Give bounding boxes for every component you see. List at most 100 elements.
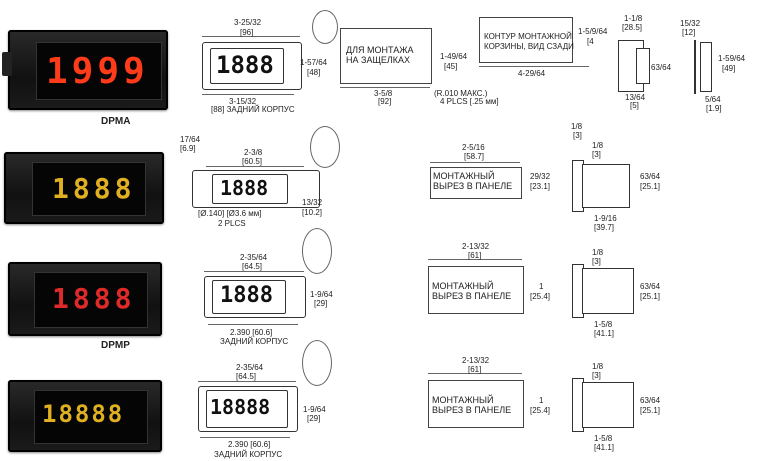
dim-label: [25.4] [530, 406, 551, 415]
outline-digits: 1888 [220, 283, 273, 308]
dim-label: [49] [722, 64, 736, 73]
front-outline [204, 276, 306, 318]
dim-label: 15/32 [680, 19, 701, 28]
meter-reading: 18888 [42, 400, 125, 428]
model-label-dpmp: DPMP [101, 340, 130, 351]
dim-label: 2-3/8 [244, 148, 263, 157]
panel-cutout [428, 380, 524, 428]
dim-label: 1-5/9/64 [578, 27, 608, 36]
dim-label: 1-9/16 [594, 214, 617, 223]
dim-label: 1-5/8 [594, 434, 613, 443]
dim-label: 2.390 [60.6] [228, 440, 271, 449]
panel-cutout [428, 266, 524, 314]
dim-label: 1-57/64 [300, 58, 328, 67]
dim-label: (R.010 МАКС.) [434, 89, 488, 98]
dim-label: [3] [592, 371, 601, 380]
dim-label: [3] [573, 131, 582, 140]
bracket-outline [479, 17, 573, 63]
bracket-text: КОНТУР МОНТАЖНОЙ [484, 32, 572, 41]
dim-label: [6.9] [180, 144, 196, 153]
dim-label: 1-5/8 [594, 320, 613, 329]
dim-label: [3] [592, 257, 601, 266]
dim-label: 1/8 [571, 122, 583, 131]
outline-digits: 1888 [216, 51, 274, 79]
dim-label: ЗАДНИЙ КОРПУС [214, 450, 283, 459]
dim-label: [25.1] [640, 182, 661, 191]
dim-label: 2-35/64 [240, 253, 268, 262]
panel-cutout [430, 167, 522, 199]
dim-label: [61] [468, 251, 482, 260]
dim-label: [58.7] [464, 152, 485, 161]
dim-label: 63/64 [640, 172, 661, 181]
dim-label: [29] [307, 414, 321, 423]
dim-label: [88] ЗАДНИЙ КОРПУС [211, 105, 295, 114]
dim-label: 1-49/64 [440, 52, 468, 61]
meter-photo-dpmp: 1888 [8, 262, 162, 336]
meter-photo-dpma: 1999 [2, 30, 168, 110]
dim-label: 1-9/64 [303, 405, 326, 414]
dim-label: 2-13/32 [462, 356, 490, 365]
dim-label: ЗАДНИЙ КОРПУС [220, 337, 289, 346]
dim-label: 2 PLCS [218, 219, 246, 228]
mount-text: ДЛЯ МОНТАЖА [346, 45, 414, 55]
dim-label: 63/64 [651, 63, 672, 72]
dim-label: [96] [240, 28, 254, 37]
dim-label: [25.1] [640, 292, 661, 301]
unit-legend-icon [310, 126, 340, 168]
dim-label: 63/64 [640, 282, 661, 291]
meter-reading: 1999 [46, 51, 149, 92]
bracket-text: КОРЗИНЫ, ВИД СЗАДИ [484, 42, 574, 51]
dim-label: [12] [682, 28, 696, 37]
dim-label: 4 PLCS [.25 мм] [440, 97, 499, 106]
dim-label: 2.390 [60.6] [230, 328, 273, 337]
front-outline [202, 42, 302, 90]
unit-legend-icon [312, 10, 338, 44]
dim-label: [29] [314, 299, 328, 308]
front-outline [198, 386, 298, 432]
dim-label: [60.5] [242, 157, 263, 166]
dim-label: 1/8 [592, 248, 604, 257]
dim-label: [45] [444, 62, 458, 71]
dim-label: [5] [630, 101, 639, 110]
dim-label: [41.1] [594, 329, 615, 338]
outline-digits: 1888 [220, 176, 269, 200]
dim-label: 2-13/32 [462, 242, 490, 251]
unit-legend-icon [302, 228, 332, 274]
dim-label: [64.5] [236, 372, 257, 381]
dim-label: 13/64 [625, 93, 646, 102]
dim-label: [41.1] [594, 443, 615, 452]
dim-label: 3-15/32 [229, 97, 257, 106]
dim-label: 13/32 [302, 198, 323, 207]
dim-label: [64.5] [242, 262, 263, 271]
dim-label: 1/8 [592, 141, 604, 150]
dim-label: [10.2] [302, 208, 323, 217]
dim-label: 3-5/8 [374, 89, 393, 98]
dim-label: 4-29/64 [518, 69, 546, 78]
dim-label: [23.1] [530, 182, 551, 191]
cutout-text: ВЫРЕЗ В ПАНЕЛЕ [432, 291, 512, 301]
dim-label: [28.5] [622, 23, 643, 32]
dim-label: 1 [539, 282, 544, 291]
dim-label: 2-5/16 [462, 143, 485, 152]
dim-label: 1 [539, 396, 544, 405]
unit-legend-icon [302, 340, 332, 386]
dim-label: 17/64 [180, 135, 201, 144]
meter-photo-2: 1888 [4, 152, 164, 224]
dim-label: 1-1/8 [624, 14, 643, 23]
dim-label: [39.7] [594, 223, 615, 232]
meter-reading: 1888 [52, 172, 136, 205]
cutout-text: МОНТАЖНЫЙ [433, 171, 495, 181]
dim-label: 1-9/64 [310, 290, 333, 299]
dim-label: [Ø.140] [Ø3.6 мм] [198, 209, 262, 218]
front-outline [192, 170, 320, 208]
cutout-text: ВЫРЕЗ В ПАНЕЛЕ [433, 181, 513, 191]
dim-label: 3-25/32 [234, 18, 262, 27]
cutout-text: МОНТАЖНЫЙ [432, 395, 494, 405]
dim-label: 1/8 [592, 362, 604, 371]
dim-label: [48] [307, 68, 321, 77]
dim-label: [61] [468, 365, 482, 374]
dim-label: 2-35/64 [236, 363, 264, 372]
outline-digits: 18888 [210, 395, 271, 419]
dim-label: 29/32 [530, 172, 551, 181]
dim-label: [25.4] [530, 292, 551, 301]
